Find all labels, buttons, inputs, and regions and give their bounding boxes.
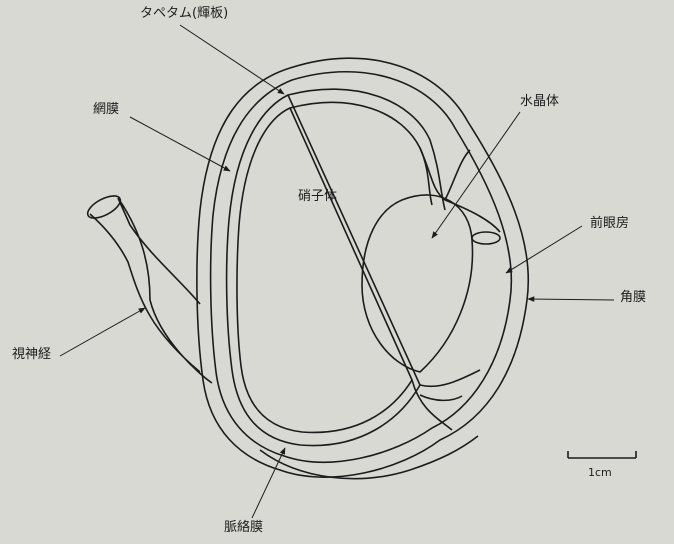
leader-retina [129, 116, 231, 172]
label-optic-nerve: 視神経 [12, 347, 52, 362]
lens-outline [361, 194, 474, 373]
label-cornea: 角膜 [620, 290, 647, 305]
optic-nerve-end [86, 195, 122, 219]
iris-lower [419, 394, 463, 402]
label-anterior-chamber: 前眼房 [590, 216, 630, 231]
label-tapetum: タペタム(輝板) [140, 6, 229, 21]
scale-bar-label: 1cm [588, 466, 612, 479]
scale-bar [567, 451, 637, 459]
ciliary-body-lower [411, 369, 481, 431]
iris-upper [471, 231, 501, 245]
leader-lens [431, 111, 521, 239]
retina-layer [225, 88, 446, 447]
label-choroid: 脈絡膜 [224, 520, 264, 535]
retina-inner [236, 101, 433, 434]
choroid-bottom [259, 435, 479, 480]
leader-cornea [527, 296, 615, 302]
leader-tapetum [179, 24, 285, 95]
leader-choroid [251, 447, 286, 519]
label-lens: 水晶体 [520, 94, 560, 109]
leader-anterior-chamber [505, 225, 583, 274]
label-vitreous: 硝子体 [298, 189, 338, 204]
optic-nerve-outline [89, 197, 213, 384]
sclera-outline [196, 57, 530, 478]
label-retina: 網膜 [93, 102, 120, 117]
leader-optic-nerve [59, 307, 146, 357]
choroid-layer [209, 70, 513, 463]
